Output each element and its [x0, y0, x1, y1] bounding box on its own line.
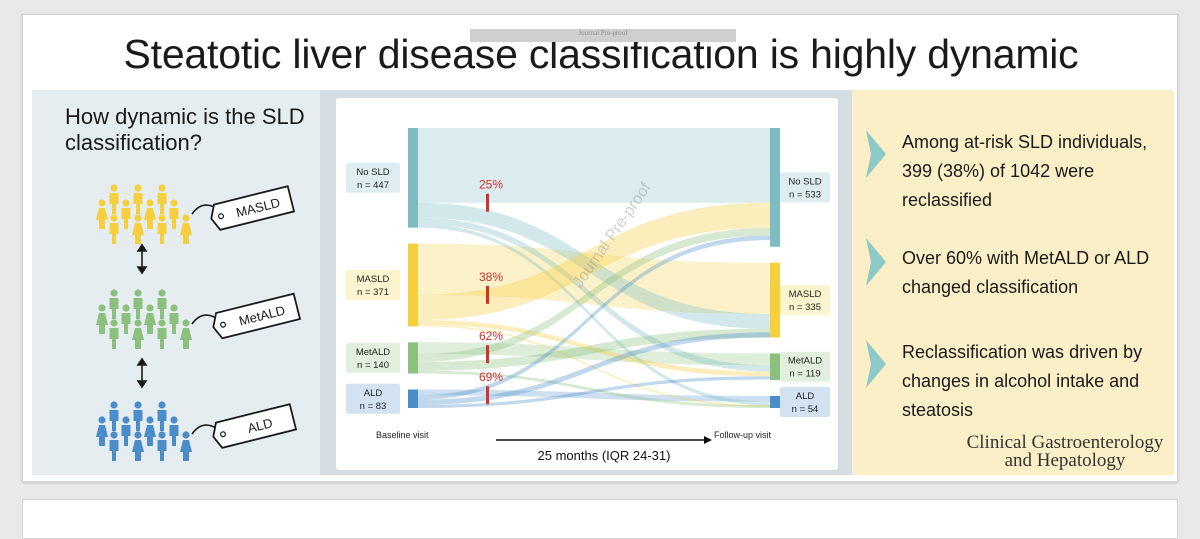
flow-cross [418, 320, 770, 377]
followup-label-box [780, 285, 830, 316]
flow-cross [418, 370, 770, 408]
masld-tag-icon: MASLD [191, 185, 296, 231]
baseline-label-box [346, 383, 400, 414]
baseline-label-n: n = 447 [357, 180, 389, 191]
flow-stay-ald [418, 389, 770, 402]
reclassified-pct: 69% [479, 370, 503, 384]
up-down-arrow-icon [136, 357, 148, 389]
followup-visit-label: Follow-up visit [714, 430, 772, 440]
watermark-banner: Journal Pre-proof [470, 29, 736, 42]
baseline-node-masld [408, 243, 418, 327]
people-illustration: MASLD MetALD ALD [96, 184, 302, 461]
reclassified-marker [486, 285, 489, 304]
chevron-right-icon [866, 238, 886, 286]
right-panel: Among at-risk SLD individuals, 399 (38%)… [852, 90, 1174, 475]
journal-logo: Clinical Gastroenterology and Hepatology [960, 432, 1170, 471]
metald-people-icon [96, 289, 192, 349]
key-point-3: Reclassification was driven by changes i… [902, 342, 1143, 420]
time-interval-label: 25 months (IQR 24-31) [538, 448, 671, 463]
key-point-2: Over 60% with MetALD or ALD changed clas… [902, 248, 1150, 297]
flow-stay-metald [418, 342, 770, 366]
time-arrow-head-icon [704, 436, 712, 444]
baseline-node-metald [408, 342, 418, 374]
next-card [22, 499, 1178, 539]
flow-cross [418, 328, 770, 371]
baseline-node-no-sld [408, 128, 418, 228]
ald-people-icon [96, 401, 192, 461]
reclassified-pct: 62% [479, 329, 503, 343]
flow-cross [418, 332, 770, 405]
baseline-visit-label: Baseline visit [376, 430, 429, 440]
reclassified-marker [486, 193, 489, 212]
reclassified-marker [486, 345, 489, 364]
flow-cross [418, 376, 770, 408]
flow-cross [418, 202, 770, 329]
up-down-arrow-icon [136, 243, 148, 275]
reclassified-pct: 25% [479, 178, 503, 192]
baseline-label-name: MetALD [356, 347, 390, 358]
followup-label-box [780, 351, 830, 382]
tag-label-ald: ALD [246, 415, 274, 436]
baseline-label-n: n = 140 [357, 360, 389, 371]
followup-label-name: ALD [796, 391, 815, 402]
center-panel: No SLD n = 447 25% MASLD n = 371 38% MetALD n =… [320, 90, 852, 475]
followup-label-name: No SLD [788, 176, 821, 187]
followup-label-n: n = 335 [789, 302, 821, 313]
chevron-right-icon [866, 340, 886, 388]
followup-node-metald [770, 353, 780, 380]
baseline-label-name: MASLD [357, 274, 390, 285]
followup-node-masld [770, 262, 780, 338]
journal-name-line1: Clinical Gastroenterology [966, 432, 1164, 453]
flow-stay-no-sld [418, 128, 770, 203]
followup-label-n: n = 119 [789, 369, 820, 380]
flow-stay-masld [418, 243, 770, 315]
left-panel: How dynamic is the SLD classification? [32, 90, 320, 475]
baseline-label-n: n = 83 [360, 401, 387, 412]
baseline-node-ald [408, 389, 418, 408]
followup-label-n: n = 533 [789, 189, 821, 200]
followup-label-name: MASLD [789, 289, 822, 300]
baseline-label-name: ALD [364, 388, 383, 399]
followup-label-n: n = 54 [792, 404, 819, 415]
followup-label-name: MetALD [788, 356, 822, 367]
sankey-chart-box: No SLD n = 447 25% MASLD n = 371 38% MetALD n =… [336, 98, 838, 470]
question-text: How dynamic is the SLD classification? [65, 104, 305, 155]
sankey-chart: No SLD n = 447 25% MASLD n = 371 38% MetALD n =… [346, 128, 830, 463]
baseline-label-n: n = 371 [357, 287, 389, 298]
followup-node-ald [770, 395, 780, 408]
reclassified-marker [486, 386, 489, 405]
followup-label-box [780, 172, 830, 203]
baseline-label-box [346, 269, 400, 300]
metald-tag-icon: MetALD [191, 292, 302, 340]
masld-people-icon [96, 184, 192, 244]
key-point-1: Among at-risk SLD individuals, 399 (38%)… [902, 132, 1148, 210]
followup-node-no-sld [770, 128, 780, 247]
chevron-right-icon [866, 130, 886, 178]
journal-name-line2: and Hepatology [1004, 450, 1126, 471]
flow-cross [418, 227, 770, 362]
baseline-label-box [346, 342, 400, 373]
flow-cross [418, 202, 770, 321]
followup-label-box [780, 386, 830, 417]
reclassified-pct: 38% [479, 270, 503, 284]
baseline-label-box [346, 162, 400, 193]
ald-tag-icon: ALD [191, 403, 298, 449]
baseline-label-name: No SLD [356, 167, 389, 178]
